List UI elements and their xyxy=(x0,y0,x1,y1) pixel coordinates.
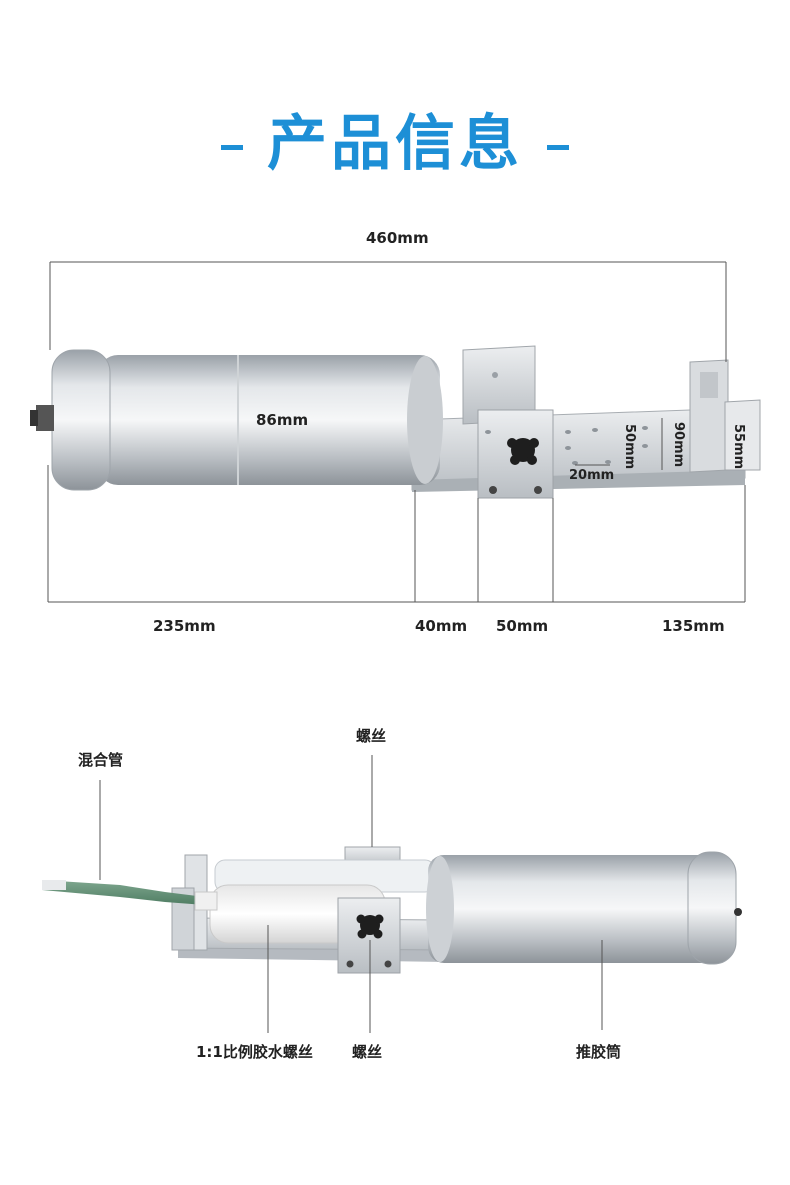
dim-end-135: 135mm xyxy=(662,617,725,635)
dim-gap-40: 40mm xyxy=(415,617,468,635)
label-push-cylinder: 推胶筒 xyxy=(576,1043,622,1061)
bottom-product xyxy=(42,846,742,974)
dim-diameter: 86mm xyxy=(256,411,309,429)
title-text: 产品信息 xyxy=(267,109,523,179)
dim-total-length: 460mm xyxy=(366,229,429,247)
dimension-lines-top xyxy=(47,261,746,603)
top-product xyxy=(30,345,761,499)
title-dash-right xyxy=(547,144,569,150)
label-mixing-tube: 混合管 xyxy=(78,751,124,769)
label-screw-top: 螺丝 xyxy=(356,727,387,745)
title-dash-left xyxy=(221,144,243,150)
dim-cylinder-length: 235mm xyxy=(153,617,216,635)
dim-hole-spacing: 20mm xyxy=(569,468,615,483)
dim-block-50: 50mm xyxy=(496,617,549,635)
leader-lines-bottom xyxy=(99,755,603,1033)
label-ratio-screw: 1:1比例胶水螺丝 xyxy=(196,1043,313,1061)
dim-slot-50: 50mm xyxy=(622,424,637,470)
dim-height-55: 55mm xyxy=(731,424,746,470)
dim-height-90: 90mm xyxy=(671,422,686,468)
label-screw-bottom: 螺丝 xyxy=(352,1043,383,1061)
page-title: 产品信息 xyxy=(0,95,790,182)
